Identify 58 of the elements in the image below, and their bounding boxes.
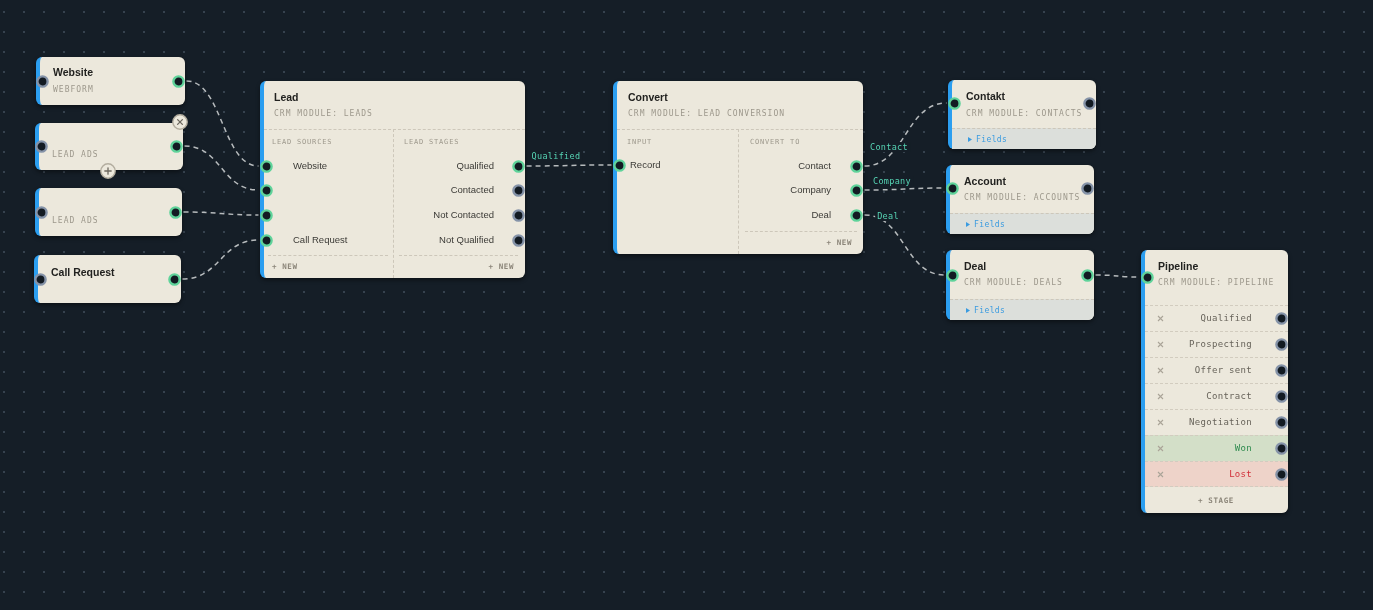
module-card [946, 250, 1094, 320]
module-subtitle: CRM MODULE: DEALS [964, 276, 1063, 288]
module-card [260, 81, 525, 278]
module-card [613, 81, 863, 254]
module-card [948, 80, 1096, 149]
source-card [36, 57, 185, 105]
module-subtitle: CRM MODULE: LEAD CONVERSION [628, 107, 786, 119]
module-subtitle: WEBFORM [53, 83, 94, 95]
stage-label: Lost [1229, 468, 1252, 481]
port-label: Contacted [450, 183, 494, 197]
connector-line [185, 80, 260, 167]
port-label: Not Contacted [433, 208, 494, 222]
fields-toggle: Fields [952, 128, 1096, 149]
fields-toggle: Fields [950, 299, 1094, 320]
module-subtitle: CRM MODULE: PIPELINE [1158, 276, 1275, 288]
port-icon [260, 208, 273, 222]
edge-label: Contact [868, 142, 910, 152]
card-title: Account [964, 174, 1006, 188]
port-label: Qualified [456, 159, 494, 173]
module-subtitle: CRM MODULE: ACCOUNTS [964, 191, 1081, 203]
port-label: Website [293, 159, 328, 173]
connector-line [525, 164, 613, 167]
stage-label: Contract [1206, 390, 1252, 403]
edge-label: Company [871, 176, 913, 186]
card-title: Deal [964, 259, 987, 273]
port-label: Record [630, 158, 661, 172]
fields-toggle: Fields [950, 213, 1094, 234]
module-subtitle: LEAD ADS [52, 148, 99, 160]
card-title: Pipeline [1158, 259, 1199, 273]
card-title: Convert [628, 90, 668, 104]
module-subtitle: CRM MODULE: CONTACTS [966, 107, 1083, 119]
card-title: Lead [274, 90, 299, 104]
stage-label: Offer sent [1194, 364, 1252, 377]
port-label: Call Request [293, 233, 348, 247]
module-subtitle: LEAD ADS [52, 214, 99, 226]
port-label: Contact [798, 159, 831, 173]
stage-label: Prospecting [1189, 338, 1252, 351]
module-subtitle: CRM MODULE: LEADS [274, 107, 373, 119]
stage-label: Qualified [1200, 312, 1252, 325]
source-card [34, 255, 181, 303]
edge-label: Deal [875, 211, 901, 221]
edge-label: Qualified [529, 151, 583, 161]
port-icon [260, 183, 273, 197]
module-card [1141, 250, 1288, 513]
stage-row [1145, 461, 1288, 487]
card-title: Call Request [51, 265, 115, 279]
source-card [35, 188, 182, 236]
connector-line [182, 211, 260, 216]
connector-line [863, 214, 946, 276]
module-card [946, 165, 1094, 234]
port-label: Deal [811, 208, 831, 222]
card-title: Contakt [966, 89, 1006, 103]
stage-label: Negotiation [1189, 416, 1252, 429]
stage-label: Won [1234, 442, 1252, 455]
port-label: Company [790, 183, 831, 197]
card-title: Website [53, 65, 94, 79]
stage-row [1145, 435, 1288, 461]
port-label: Not Qualified [439, 233, 494, 247]
